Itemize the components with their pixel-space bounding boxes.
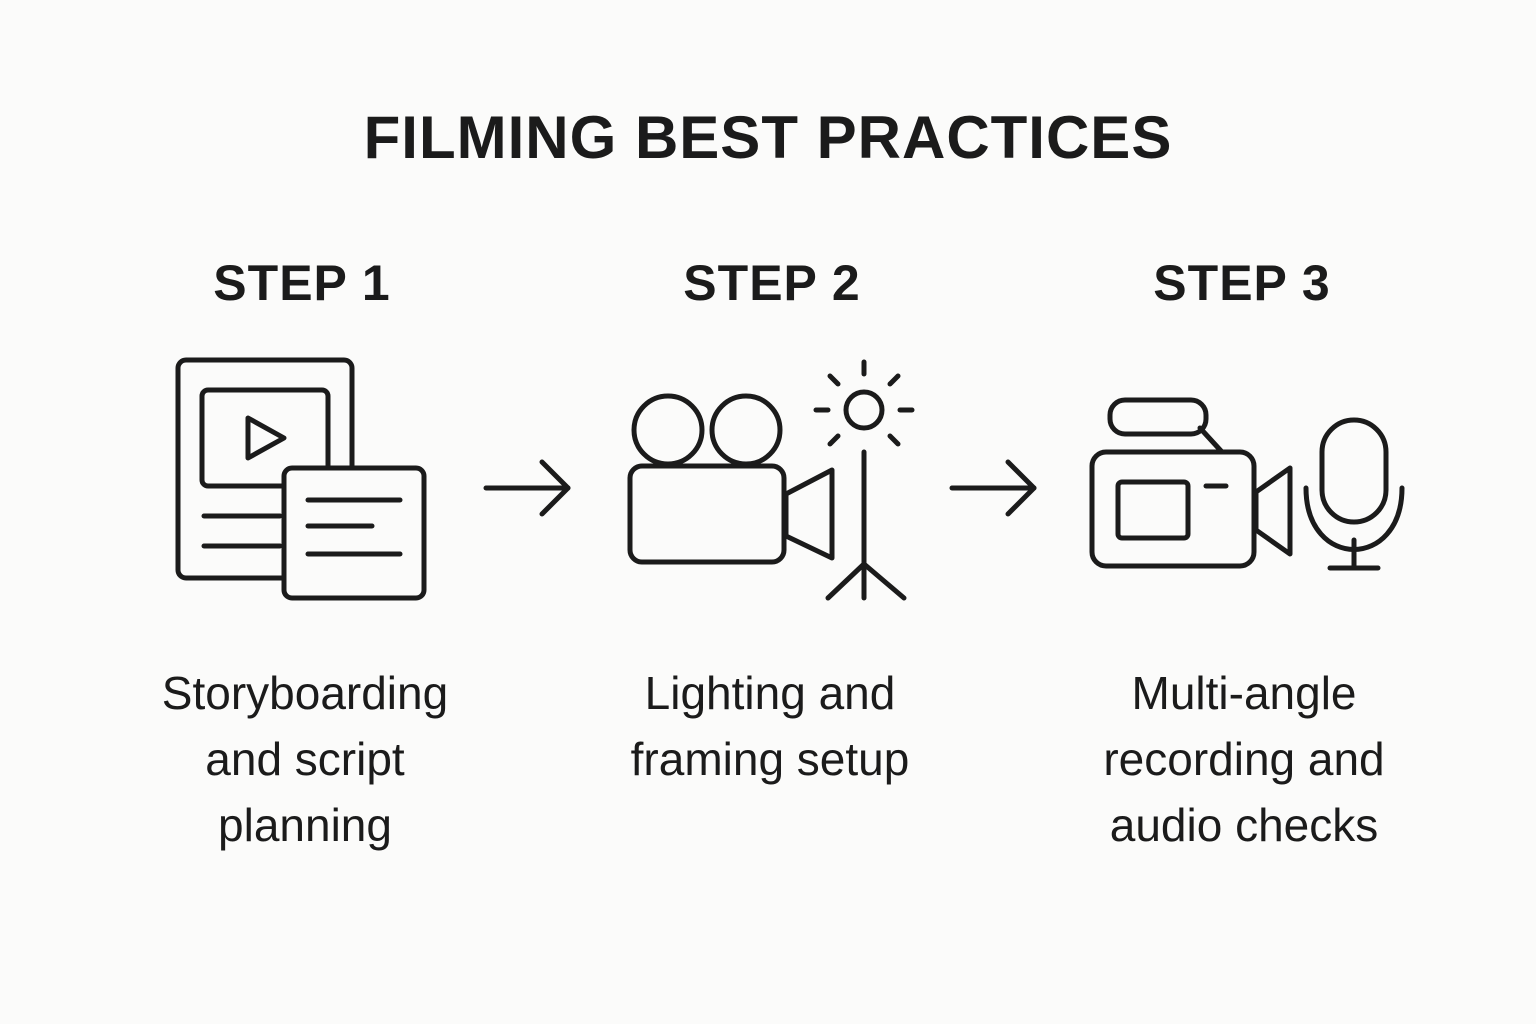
step-3-label: STEP 3 (1153, 255, 1331, 311)
arrow-right-icon (949, 459, 1037, 517)
film-reel-right (709, 393, 783, 467)
light-icon (813, 359, 915, 447)
storyboard-icon (175, 357, 427, 601)
camera-body (627, 463, 787, 565)
step-1-description: Storyboarding and script planning (161, 667, 449, 851)
step-2-label: STEP 2 (683, 255, 861, 311)
video-screen (199, 387, 331, 489)
camera-lens (783, 467, 835, 561)
microphone-icon (1303, 417, 1405, 571)
camcorder-handle (1107, 397, 1209, 437)
camcorder-screen (1115, 479, 1191, 541)
step-1-label: STEP 1 (213, 255, 391, 311)
film-reel-left (631, 393, 705, 467)
tripod-stand (825, 449, 907, 601)
camcorder-lens (1253, 465, 1293, 557)
step-3-description: Multi-angle recording and audio checks (1103, 667, 1385, 851)
step-2-description: Lighting and framing setup (630, 667, 910, 785)
film-camera-light-icon (627, 359, 915, 601)
play-triangle (245, 415, 287, 461)
camcorder-microphone-icon (1089, 397, 1405, 571)
arrow-right-icon (483, 459, 571, 517)
diagram-title: FILMING BEST PRACTICES (363, 104, 1173, 171)
script-page (281, 465, 427, 601)
